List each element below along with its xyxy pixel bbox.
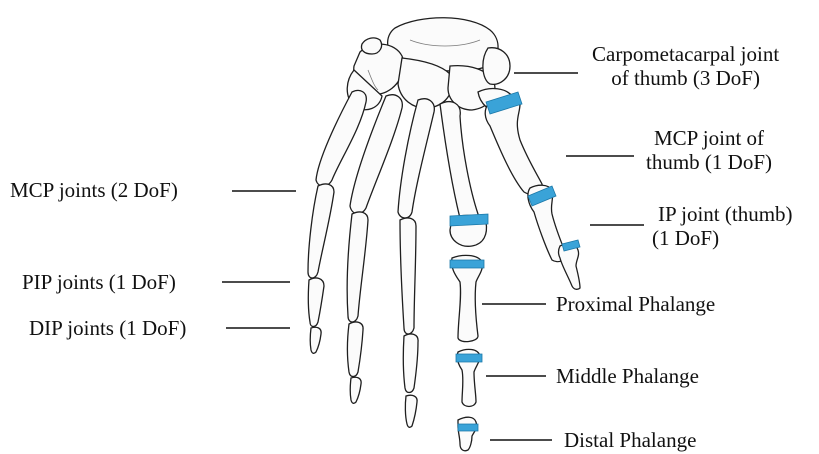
thumb-bones (478, 89, 580, 290)
label-ip-thumb: IP joint (thumb) (1 DoF) (652, 202, 793, 250)
label-mcp-joints: MCP joints (2 DoF) (10, 178, 178, 202)
index-finger-bones (440, 102, 486, 451)
label-cmc-thumb: Carpometacarpal joint of thumb (3 DoF) (592, 42, 779, 90)
label-pip-joints: PIP joints (1 DoF) (22, 270, 176, 294)
ring-finger-bones (347, 95, 402, 404)
label-proximal-phalange: Proximal Phalange (556, 292, 715, 316)
label-ip-thumb-line2: (1 DoF) (652, 226, 793, 250)
label-middle-phalange: Middle Phalange (556, 364, 699, 388)
label-cmc-thumb-line2: of thumb (3 DoF) (592, 66, 779, 90)
label-distal-phalange: Distal Phalange (564, 428, 696, 452)
dip-index-joint (456, 354, 482, 362)
label-dip-joints: DIP joints (1 DoF) (29, 316, 186, 340)
label-cmc-thumb-line1: Carpometacarpal joint (592, 42, 779, 66)
label-mcp-thumb-line2: thumb (1 DoF) (646, 150, 772, 174)
pip-index-joint (450, 260, 484, 268)
middle-finger-bones (398, 99, 434, 428)
label-mcp-thumb-line1: MCP joint of (646, 126, 772, 150)
label-ip-thumb-line1: IP joint (thumb) (652, 202, 793, 226)
label-mcp-thumb: MCP joint of thumb (1 DoF) (646, 126, 772, 174)
mcp-index-joint (450, 214, 488, 226)
tip-index-joint (458, 424, 478, 431)
